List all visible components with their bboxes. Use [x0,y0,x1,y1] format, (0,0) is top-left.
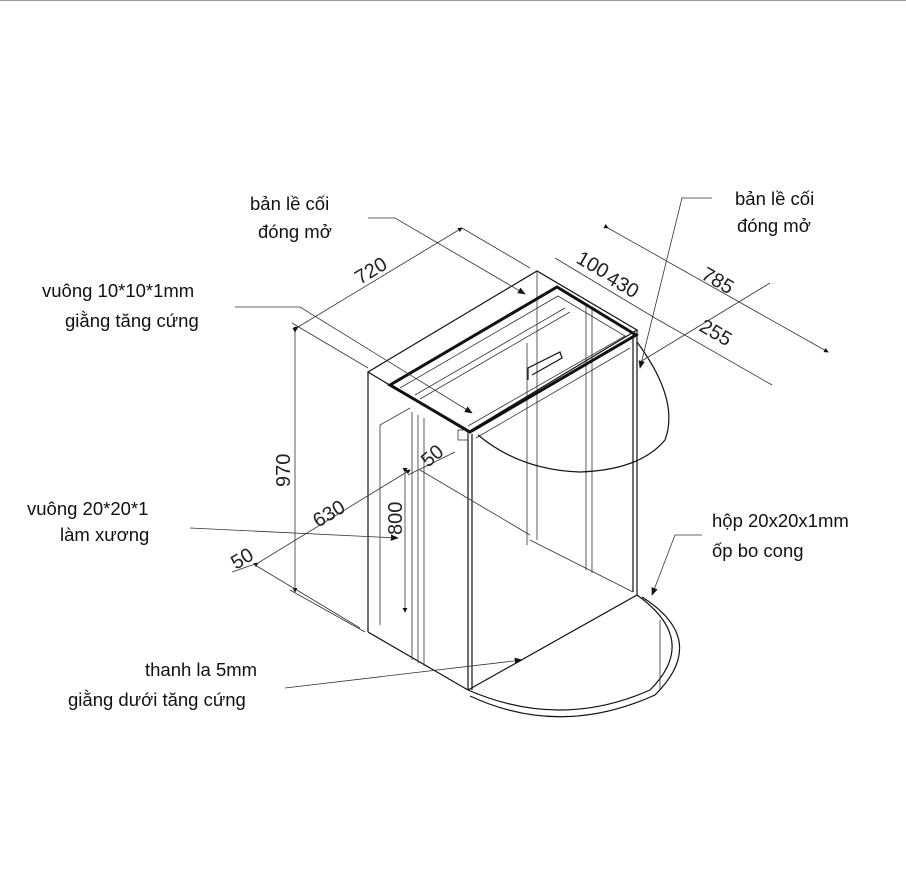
label-hinge-left-2: đóng mở [258,221,332,242]
dim-255: 255 [696,315,736,351]
dim-720: 720 [351,253,391,289]
label-flat-bar-2: giằng dưới tăng cứng [68,689,246,710]
dim-970: 970 [273,454,295,487]
label-square-20-1: vuông 20*20*1 [27,498,148,519]
label-flat-bar-1: thanh la 5mm [145,659,257,680]
dim-50-bottom: 50 [227,544,257,574]
label-square-10-2: giằng tăng cứng [65,310,199,331]
label-box-20-2: ốp bo cong [712,540,804,561]
dim-630: 630 [309,496,349,532]
dimension-lines [231,223,829,633]
label-hinge-right-1: bản lề cối [735,188,814,209]
label-square-10-1: vuông 10*10*1mm [42,280,194,301]
cabinet-body [366,270,681,718]
label-hinge-left-1: bản lề cối [250,193,329,214]
dim-800: 800 [385,502,407,535]
top-border [0,0,906,1]
label-box-20-1: hộp 20x20x1mm [712,510,849,531]
leader-lines [189,197,712,689]
label-square-20-2: làm xương [60,524,149,545]
dim-785: 785 [698,263,738,299]
dim-430: 430 [603,267,643,303]
dim-50-top: 50 [417,441,448,472]
label-hinge-right-2: đóng mở [737,215,811,236]
